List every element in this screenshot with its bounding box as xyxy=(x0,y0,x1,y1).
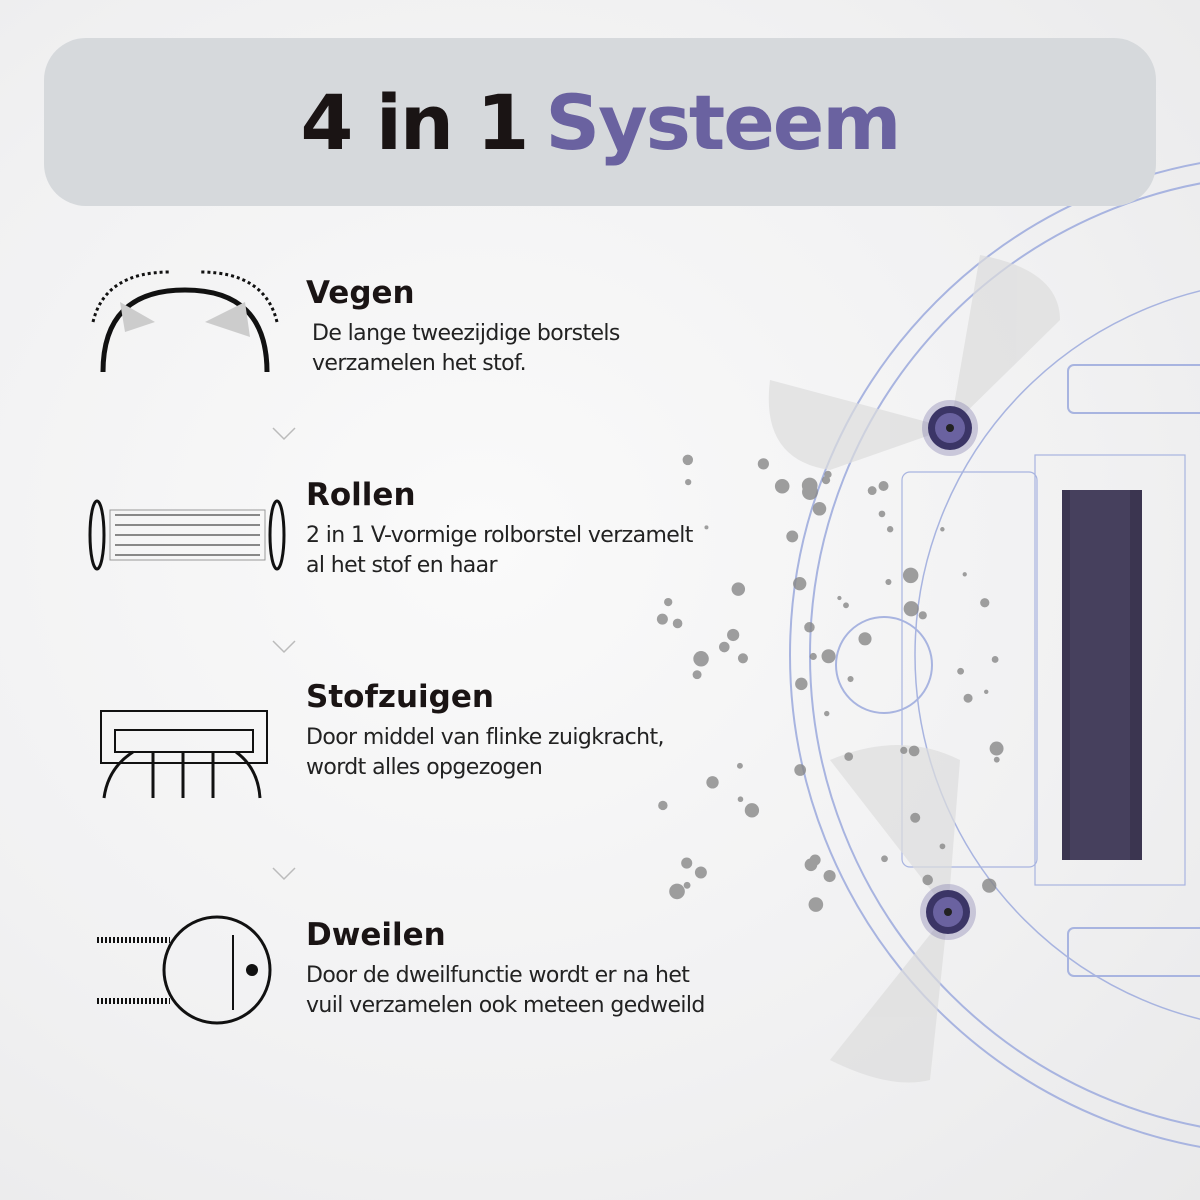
title-part2: Systeem xyxy=(545,77,901,167)
feature-vegen: Vegen De lange tweezijdige borstels verza… xyxy=(306,275,620,379)
mop-icon xyxy=(97,915,272,1025)
feature-desc: De lange tweezijdige borstels verzamelen … xyxy=(312,319,620,379)
dust-particle xyxy=(823,869,836,883)
dust-particle xyxy=(795,677,808,691)
dust-particle xyxy=(809,652,817,661)
dust-particle xyxy=(694,866,707,879)
desc-line: vuil verzamelen ook meteen gedweild xyxy=(306,993,705,1018)
feature-title: Vegen xyxy=(306,275,415,311)
dust-particle xyxy=(821,475,831,485)
desc-line: Door de dweilfunctie wordt er na het xyxy=(306,963,690,988)
dust-particle xyxy=(939,843,946,850)
dust-particle xyxy=(786,530,799,543)
dust-particle xyxy=(991,656,999,663)
dust-particle xyxy=(804,622,815,633)
dust-particle xyxy=(847,675,854,683)
dust-particle xyxy=(824,710,830,717)
dust-particle xyxy=(808,897,824,912)
dust-particle xyxy=(792,576,807,591)
dust-particle xyxy=(656,613,668,625)
feature-title: Rollen xyxy=(306,477,416,513)
dust-particle xyxy=(878,510,886,518)
dust-particle xyxy=(989,741,1004,756)
dust-particle xyxy=(658,800,668,811)
title-part1: 4 in 1 xyxy=(300,77,530,167)
side-brush-bottom xyxy=(920,884,976,940)
dust-particle xyxy=(757,458,769,470)
dust-particle xyxy=(821,649,836,664)
feature-title: Dweilen xyxy=(306,917,446,953)
dust-particle xyxy=(940,527,945,532)
feature-title: Stofzuigen xyxy=(306,679,494,715)
dust-particle xyxy=(858,632,872,646)
dust-particle xyxy=(881,855,888,863)
dust-particle xyxy=(704,525,709,530)
feature-rollen: Rollen 2 in 1 V-vormige rolborstel verza… xyxy=(306,477,693,581)
dust-particle xyxy=(731,582,746,596)
title-banner: 4 in 1 Systeem xyxy=(44,38,1156,206)
dust-particle xyxy=(737,653,748,664)
dust-particle xyxy=(706,776,719,789)
feature-desc: 2 in 1 V-vormige rolborstel verzamelt al … xyxy=(306,521,693,581)
dust-particle xyxy=(801,477,818,494)
desc-line: De lange tweezijdige borstels xyxy=(312,321,620,346)
dust-particle xyxy=(878,481,889,491)
dust-particle xyxy=(962,572,967,577)
dust-particle xyxy=(812,502,827,516)
desc-line: verzamelen het stof. xyxy=(312,351,527,376)
vacuum-icon xyxy=(100,710,268,799)
dust-particle xyxy=(737,796,744,803)
dust-particle xyxy=(900,746,908,755)
dust-particle xyxy=(982,878,997,893)
dust-particle xyxy=(984,689,989,694)
dust-particle xyxy=(727,628,740,642)
chevron-down-icon xyxy=(272,867,296,881)
dust-particle xyxy=(922,874,933,886)
dust-particle xyxy=(844,752,854,761)
dust-particle xyxy=(672,618,683,629)
dust-particle xyxy=(681,857,693,869)
dust-particle xyxy=(918,611,927,620)
desc-line: Door middel van flinke zuigkracht, xyxy=(306,725,665,750)
chevron-down-icon xyxy=(272,427,296,441)
desc-line: al het stof en haar xyxy=(306,553,498,578)
dust-particle xyxy=(885,578,892,586)
dust-particle xyxy=(980,598,990,608)
feature-dweilen: Dweilen Door de dweilfunctie wordt er na… xyxy=(306,917,705,1021)
dust-particle xyxy=(993,756,1000,763)
dust-particle xyxy=(794,764,807,776)
dust-particle xyxy=(669,883,685,900)
feature-desc: Door de dweilfunctie wordt er na het vuil… xyxy=(306,961,705,1021)
chevron-down-icon xyxy=(272,640,296,654)
dust-particle xyxy=(736,762,743,769)
dust-particle xyxy=(910,812,921,823)
dust-particle xyxy=(957,667,965,675)
desc-line: 2 in 1 V-vormige rolborstel verzamelt xyxy=(306,523,693,548)
dust-particle xyxy=(963,693,973,703)
dust-particle xyxy=(886,526,894,533)
dust-particle xyxy=(908,745,920,757)
dust-particle xyxy=(867,486,877,496)
dust-particle xyxy=(837,595,842,601)
dust-particle xyxy=(903,601,919,617)
feature-stofzuigen: Stofzuigen Door middel van flinke zuigkr… xyxy=(306,679,665,783)
dust-particle xyxy=(683,881,691,889)
roll-icon xyxy=(88,499,286,571)
dust-particle xyxy=(682,454,694,466)
feature-desc: Door middel van flinke zuigkracht, wordt … xyxy=(306,723,665,783)
dust-particle xyxy=(685,479,692,486)
dust-particle xyxy=(692,670,702,680)
side-brush-top xyxy=(922,400,978,456)
dust-particle xyxy=(719,641,730,653)
dust-particle xyxy=(664,597,673,607)
dust-particle xyxy=(744,803,760,818)
dust-particle xyxy=(693,651,709,667)
dust-particle xyxy=(804,858,818,872)
dust-particle xyxy=(774,478,790,494)
dust-particle xyxy=(902,567,919,584)
sweep-icon xyxy=(91,270,279,373)
dust-particle xyxy=(843,602,849,609)
desc-line: wordt alles opgezogen xyxy=(306,755,543,780)
